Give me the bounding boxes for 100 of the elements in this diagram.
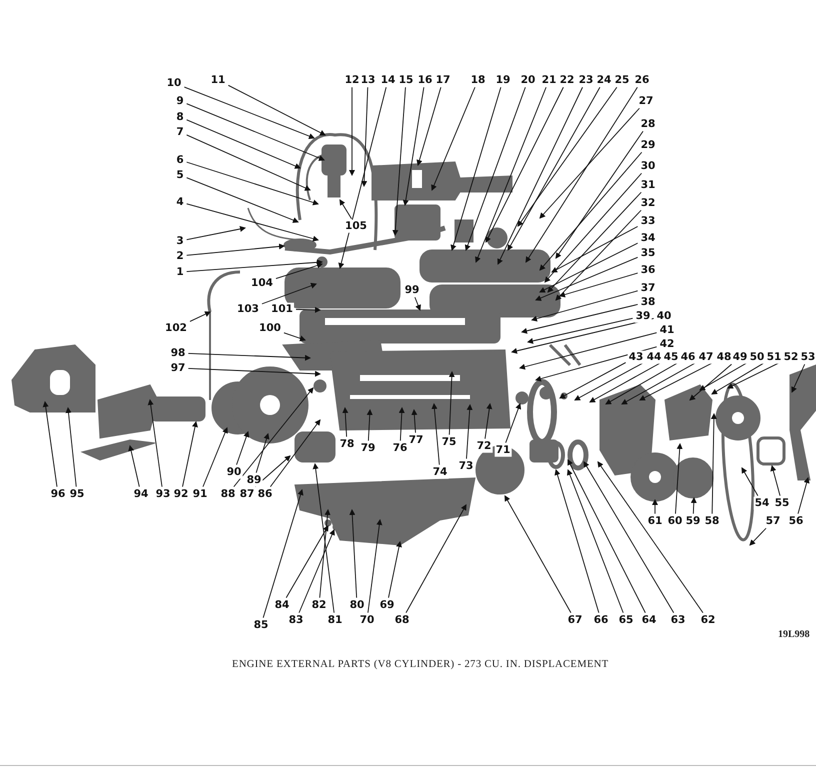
- leader-line: [431, 403, 440, 466]
- leader-line: [406, 504, 466, 614]
- leader-line: [504, 495, 572, 614]
- callout-number: 54: [754, 496, 770, 510]
- callout-number: 70: [358, 614, 376, 626]
- leader-line: [233, 387, 314, 488]
- leader-line: [770, 465, 780, 496]
- leader-line: [431, 86, 476, 191]
- leader-line: [749, 528, 766, 546]
- leader-line: [270, 419, 321, 488]
- leader-line: [710, 413, 717, 514]
- leader-line: [188, 352, 311, 361]
- callout-number: 78: [338, 438, 356, 450]
- leader-line: [525, 86, 638, 263]
- leader-line: [398, 407, 405, 442]
- callout-number: 87: [238, 488, 256, 500]
- callout-number: 6: [175, 154, 185, 166]
- leader-line: [188, 368, 321, 377]
- leader-line: [559, 272, 638, 298]
- callout-number: 50: [748, 350, 766, 364]
- leader-line: [298, 529, 335, 614]
- callout-number: 40: [656, 310, 672, 322]
- callout-number: 34: [640, 232, 656, 244]
- leader-line: [286, 525, 328, 598]
- leader-line: [450, 86, 502, 251]
- callout-number: 96: [50, 488, 66, 500]
- leader-line: [338, 86, 387, 269]
- leader-line: [182, 421, 198, 488]
- leader-line: [567, 469, 624, 614]
- leader-line: [368, 519, 382, 614]
- callout-number: 92: [172, 488, 190, 500]
- callout-number: 39: [634, 310, 652, 322]
- callout-number: 97: [170, 362, 186, 374]
- leader-line: [184, 86, 315, 139]
- leader-line: [448, 371, 455, 436]
- leader-line: [519, 332, 658, 370]
- leader-line: [555, 130, 644, 259]
- callout-number: 16: [416, 74, 434, 86]
- callout-number: 58: [704, 514, 720, 528]
- leader-line: [505, 403, 522, 444]
- leader-line: [547, 192, 642, 293]
- leader-line: [544, 172, 642, 283]
- callout-number: 85: [252, 618, 270, 632]
- callout-number: 18: [470, 74, 486, 86]
- callout-number: 31: [640, 178, 656, 192]
- leader-line: [551, 226, 638, 272]
- callout-number: 10: [166, 76, 182, 90]
- leader-line: [186, 259, 323, 272]
- callout-number: 55: [774, 496, 790, 510]
- callout-number: 30: [640, 160, 656, 172]
- figure-code: 19L998: [778, 629, 810, 640]
- leader-line: [349, 86, 355, 176]
- callout-number: 66: [592, 614, 610, 626]
- leader-line: [699, 362, 748, 390]
- leader-line: [186, 119, 301, 169]
- leader-line: [66, 407, 77, 488]
- leader-line: [186, 203, 319, 242]
- callout-number: 83: [288, 614, 304, 626]
- callout-number: 26: [634, 74, 650, 86]
- leader-line: [521, 304, 638, 334]
- leader-line: [186, 177, 299, 223]
- callout-number: 64: [640, 614, 658, 626]
- leader-line: [366, 409, 373, 442]
- leader-line: [555, 210, 642, 301]
- leader-line: [186, 226, 246, 240]
- callout-number: 56: [788, 514, 804, 528]
- callout-number: 19: [494, 74, 512, 86]
- callout-number: 103: [236, 302, 260, 316]
- leader-line: [621, 362, 696, 404]
- leader-line: [535, 256, 638, 301]
- leader-line: [148, 399, 162, 488]
- callout-number: 20: [520, 74, 536, 86]
- callout-number: 3: [175, 234, 185, 248]
- leader-line: [392, 86, 406, 236]
- callout-number: 99: [404, 284, 420, 296]
- leader-line: [539, 242, 638, 292]
- leader-line: [527, 318, 634, 344]
- leader-line: [508, 86, 600, 251]
- leader-line: [597, 461, 704, 614]
- callout-number: 94: [132, 488, 150, 500]
- callout-number: 67: [566, 614, 584, 626]
- callout-number: 93: [154, 488, 172, 500]
- callout-number: 9: [175, 94, 185, 108]
- callout-number: 57: [764, 514, 782, 528]
- callout-number: 84: [274, 598, 290, 612]
- leader-line: [256, 433, 270, 474]
- leader-line: [791, 364, 806, 393]
- callout-number: 5: [175, 168, 185, 182]
- leader-line: [475, 86, 547, 263]
- callout-number: 48: [716, 350, 732, 364]
- callout-number: 46: [680, 350, 696, 364]
- leader-line: [690, 497, 697, 514]
- leader-line: [539, 108, 640, 219]
- leader-line: [411, 409, 418, 434]
- callout-number: 35: [640, 246, 656, 260]
- callout-number: 29: [640, 138, 656, 152]
- leader-line: [584, 461, 674, 614]
- callout-number: 43: [628, 350, 644, 364]
- callout-number: 72: [476, 440, 492, 452]
- leader-line: [568, 459, 646, 614]
